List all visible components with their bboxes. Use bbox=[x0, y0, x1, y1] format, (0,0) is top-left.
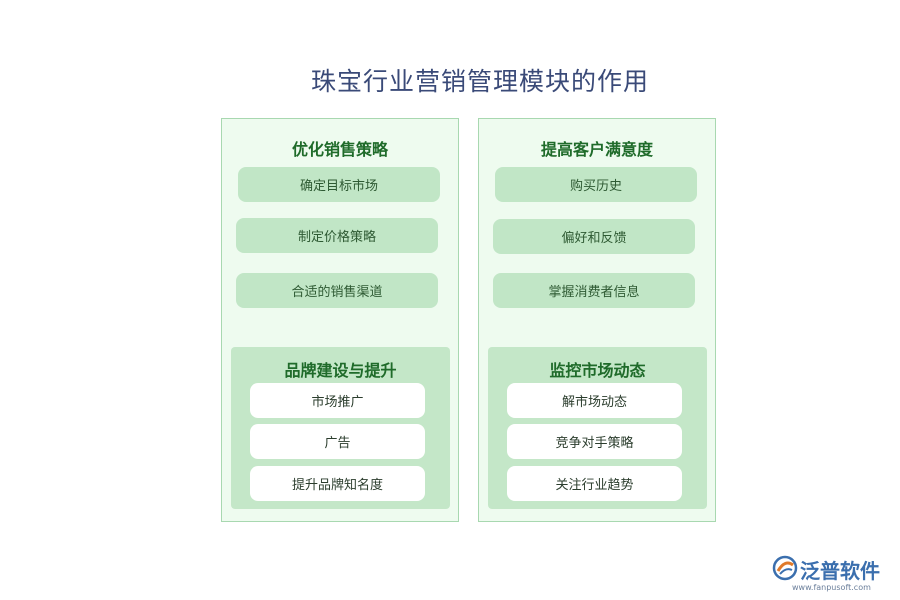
panel-optimize-sales: 优化销售策略 确定目标市场 制定价格策略 合适的销售渠道 品牌建设与提升 市场推… bbox=[221, 118, 459, 522]
sub-section-heading: 品牌建设与提升 bbox=[284, 361, 397, 380]
panel-heading: 提高客户满意度 bbox=[540, 140, 653, 159]
item-advertising: 广告 bbox=[250, 424, 425, 459]
sub-section-market: 监控市场动态 解市场动态 竞争对手策略 关注行业趋势 bbox=[488, 347, 707, 509]
logo-url: www.fanpusoft.com bbox=[792, 583, 871, 592]
item-consumer-info: 掌握消费者信息 bbox=[493, 273, 695, 308]
item-preferences-feedback: 偏好和反馈 bbox=[493, 219, 695, 254]
panel-customer-satisfaction: 提高客户满意度 购买历史 偏好和反馈 掌握消费者信息 监控市场动态 解市场动态 … bbox=[478, 118, 716, 522]
sub-section-brand: 品牌建设与提升 市场推广 广告 提升品牌知名度 bbox=[231, 347, 450, 509]
logo-icon bbox=[772, 555, 798, 581]
item-brand-awareness: 提升品牌知名度 bbox=[250, 466, 425, 501]
page-title: 珠宝行业营销管理模块的作用 bbox=[310, 67, 649, 96]
item-purchase-history: 购买历史 bbox=[495, 167, 697, 202]
item-marketing-promotion: 市场推广 bbox=[250, 383, 425, 418]
brand-logo: 泛普软件 www.fanpusoft.com bbox=[772, 555, 892, 595]
item-industry-trends: 关注行业趋势 bbox=[507, 466, 682, 501]
item-pricing-strategy: 制定价格策略 bbox=[236, 218, 438, 253]
item-sales-channels: 合适的销售渠道 bbox=[236, 273, 438, 308]
panel-heading: 优化销售策略 bbox=[291, 140, 388, 159]
item-market-dynamics: 解市场动态 bbox=[507, 383, 682, 418]
sub-section-heading: 监控市场动态 bbox=[549, 361, 646, 380]
logo-name: 泛普软件 bbox=[800, 559, 880, 583]
item-target-market: 确定目标市场 bbox=[238, 167, 440, 202]
item-competitor-strategy: 竞争对手策略 bbox=[507, 424, 682, 459]
